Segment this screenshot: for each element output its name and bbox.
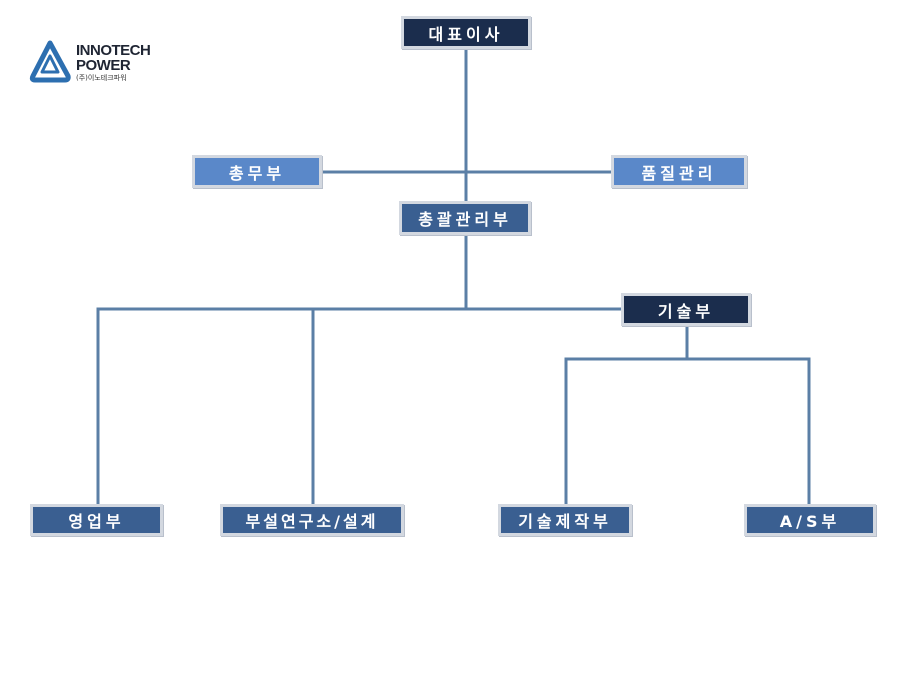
node-after-service-label: A/S부 bbox=[779, 512, 841, 531]
logo-line-1: INNOTECH bbox=[76, 42, 151, 59]
node-general-management: 총괄관리부 bbox=[399, 201, 531, 235]
node-research: 부설연구소/설계 bbox=[220, 504, 404, 536]
node-technology: 기술부 bbox=[621, 293, 751, 326]
node-after-service: A/S부 bbox=[744, 504, 876, 536]
node-general-affairs-label: 총무부 bbox=[228, 163, 286, 183]
node-quality-label: 품질관리 bbox=[641, 163, 717, 183]
node-quality: 품질관리 bbox=[611, 155, 747, 188]
node-technology-label: 기술부 bbox=[657, 301, 715, 321]
node-general-management-label: 총괄관리부 bbox=[418, 210, 512, 229]
logo-line-2: POWER bbox=[76, 57, 131, 74]
triangle-loop-logo-icon bbox=[29, 40, 71, 83]
node-research-label: 부설연구소/설계 bbox=[245, 512, 379, 531]
node-ceo-label: 대표이사 bbox=[428, 24, 504, 44]
node-production: 기술제작부 bbox=[498, 504, 632, 536]
node-ceo: 대표이사 bbox=[401, 16, 531, 49]
logo-line-3: (주)이노테크파워 bbox=[76, 74, 127, 82]
node-sales-label: 영업부 bbox=[68, 512, 125, 531]
node-production-label: 기술제작부 bbox=[518, 512, 612, 531]
node-general-affairs: 총무부 bbox=[192, 155, 322, 188]
company-logo: INNOTECH POWER (주)이노테크파워 bbox=[28, 40, 178, 88]
node-sales: 영업부 bbox=[30, 504, 163, 536]
